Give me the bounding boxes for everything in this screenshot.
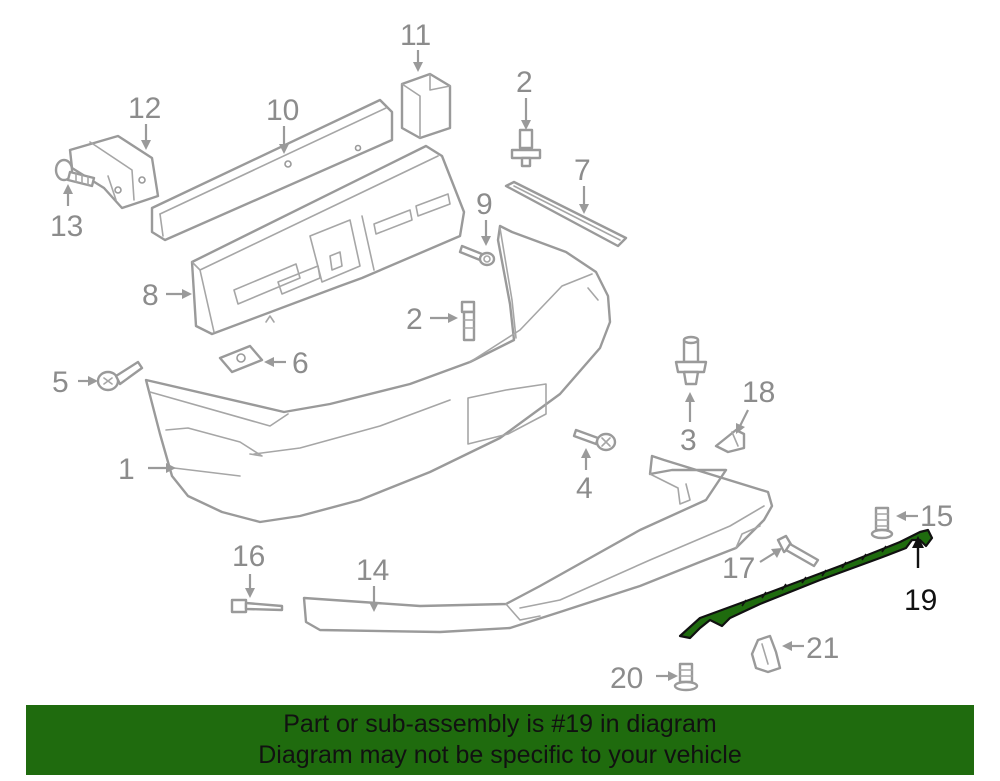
callout-2-lower: 2 [406,303,423,336]
callout-10: 10 [266,94,299,127]
callout-2-upper: 2 [516,66,533,99]
part-12-mount-bracket[interactable] [68,134,160,210]
part-8-energy-absorber[interactable] [190,144,466,336]
part-1-bumper-cover[interactable] [144,224,612,524]
callout-20: 20 [610,662,643,695]
callout-leaders [63,50,924,681]
part-17-rivet[interactable] [776,534,820,568]
part-14-valance[interactable] [302,454,774,634]
part-19-deflector-highlighted[interactable] [678,528,934,640]
callout-14: 14 [356,554,389,587]
part-21-clip[interactable] [750,634,782,674]
part-20-screw[interactable] [673,662,699,692]
callout-21: 21 [806,632,839,665]
part-13-bolt[interactable] [54,158,96,188]
part-9-push-pin[interactable] [458,244,496,267]
part-15-screw[interactable] [870,506,894,540]
part-2-upper-pin[interactable] [510,128,542,168]
callout-18: 18 [742,376,775,409]
callout-3: 3 [680,424,697,457]
part-5-bolt[interactable] [96,360,144,392]
callout-19-highlighted: 19 [904,584,937,617]
callout-4: 4 [576,472,593,505]
part-2-lower-pin[interactable] [460,300,476,342]
banner-line-disclaimer: Diagram may not be specific to your vehi… [258,741,742,769]
callout-9: 9 [476,188,493,221]
part-10-reinforcement[interactable] [150,98,394,242]
callout-1: 1 [118,453,135,486]
callout-labels: 1 2 2 3 4 5 6 7 8 9 10 11 12 13 14 15 16… [50,19,953,695]
part-7-seal-strip[interactable] [504,180,628,248]
callout-16: 16 [232,540,265,573]
callout-6: 6 [292,347,309,380]
part-11-bracket[interactable] [400,72,452,140]
part-6-nut-plate[interactable] [218,344,264,374]
callout-13: 13 [50,210,83,243]
callout-7: 7 [574,154,591,187]
banner-line-part-number: Part or sub-assembly is #19 in diagram [283,710,717,738]
part-3-retainer[interactable] [674,335,708,386]
callout-17: 17 [722,552,755,585]
part-info-banner: Part or sub-assembly is #19 in diagram D… [26,705,974,775]
callout-15: 15 [920,500,953,533]
part-18-clip[interactable] [714,428,746,454]
callout-11: 11 [400,19,431,52]
callout-5: 5 [52,366,69,399]
part-4-bolt[interactable] [572,428,617,452]
callout-12: 12 [128,92,161,125]
callout-8: 8 [142,279,159,312]
part-16-rivet[interactable] [230,598,284,614]
